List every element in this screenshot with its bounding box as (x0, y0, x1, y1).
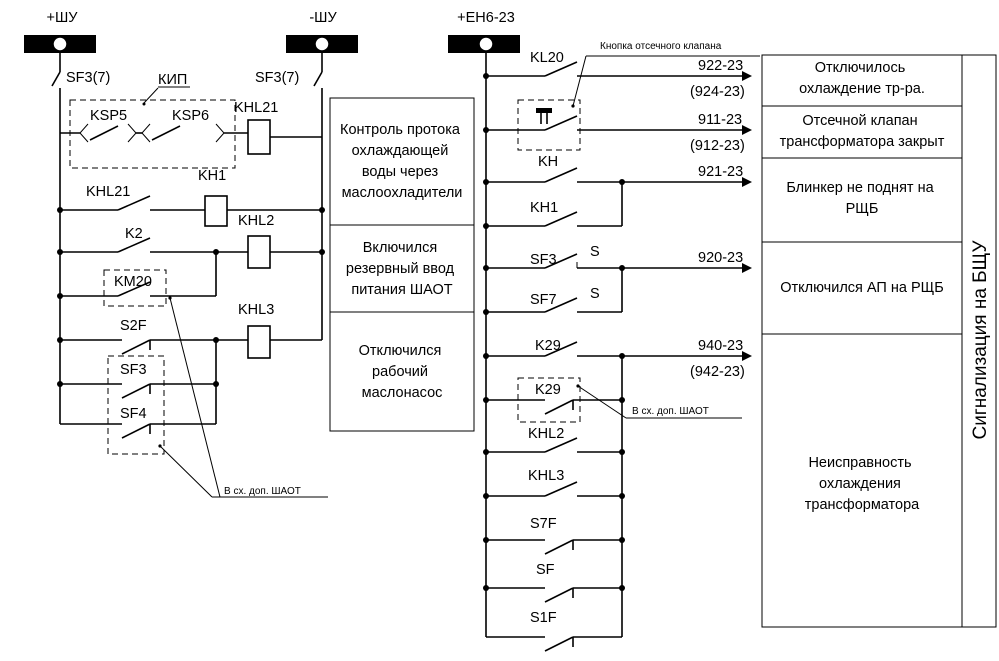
s1f-label: S1F (530, 610, 557, 626)
signal-table: Отключилось охлаждение тр-ра. Отсечной к… (761, 54, 997, 628)
terminal-en6: +ЕН6-23 (448, 10, 520, 637)
khl2-right-label: KHL2 (528, 426, 564, 442)
kip-label: КИП (158, 72, 187, 88)
left-circuit: SF3(7) SF3(7) КИП KSP5 KSP6 KHL21 KHL21 … (51, 70, 328, 498)
khl21-contact-label: KHL21 (86, 184, 130, 200)
khl2-coil-label: KHL2 (238, 213, 274, 229)
right-note: В сх. доп. ШАОТ (632, 406, 709, 417)
signal-valve-closed: Отсечной клапан трансформатора закрыт (780, 113, 945, 150)
bus-label-minus-shu: -ШУ (309, 10, 337, 26)
code-942: (942-23) (690, 364, 745, 380)
sf7-label: SF7 (530, 292, 557, 308)
desc-oil-pump: Отключился рабочий маслонасос (359, 343, 446, 401)
sf-left-label: SF3(7) (66, 70, 110, 86)
terminal-minus-shu: -ШУ (286, 10, 358, 72)
sf3-right-label: SF3 (530, 252, 557, 268)
sf-right-label: SF3(7) (255, 70, 299, 86)
khl3-right-label: KHL3 (528, 468, 564, 484)
code-922: 922-23 (698, 58, 743, 74)
bus-label-plus-shu: +ШУ (47, 10, 79, 26)
middle-description-boxes: Контроль протока охлаждающей воды через … (329, 97, 475, 432)
k29b-label: K29 (535, 382, 561, 398)
desc-water-flow: Контроль протока охлаждающей воды через … (340, 122, 464, 201)
signal-cooling-off: Отключилось охлаждение тр-ра. (799, 60, 925, 97)
kl20-label: KL20 (530, 50, 564, 66)
signal-ap-off: Отключился АП на РЩБ (780, 280, 944, 296)
sf-label: SF (536, 562, 555, 578)
code-911: 911-23 (698, 112, 742, 128)
k29-label: K29 (535, 338, 561, 354)
s2-label: S (590, 286, 600, 302)
signal-cooling-fault: Неисправность охлаждения трансформатора (805, 455, 920, 513)
ksp5-label: KSP5 (90, 108, 127, 124)
k2-label: K2 (125, 226, 143, 242)
code-921: 921-23 (698, 164, 743, 180)
kh-label: KH (538, 154, 558, 170)
s7f-label: S7F (530, 516, 557, 532)
sf3-left-label: SF3 (120, 362, 147, 378)
left-note: В сх. доп. ШАОТ (224, 486, 301, 497)
valve-button-note: Кнопка отсечного клапана (600, 41, 722, 52)
terminal-plus-shu: +ШУ (24, 10, 96, 72)
signal-panel-title: Сигнализация на БЩУ (970, 240, 991, 440)
desc-reserve-power: Включился резервный ввод питания ШАОТ (346, 240, 458, 298)
s2f-label: S2F (120, 318, 147, 334)
right-circuit: KL20 Кнопка отсечного клапана KH KH1 (483, 41, 760, 652)
kh1-right-label: KH1 (530, 200, 558, 216)
km20-label: KM20 (114, 274, 152, 290)
code-920: 920-23 (698, 250, 743, 266)
signal-blinker: Блинкер не поднят на РЩБ (786, 180, 937, 217)
khl21-coil-label: KHL21 (234, 100, 278, 116)
ksp6-label: KSP6 (172, 108, 209, 124)
khl3-coil-label: KHL3 (238, 302, 274, 318)
s1-label: S (590, 244, 600, 260)
code-940: 940-23 (698, 338, 743, 354)
kh1-coil-label: KH1 (198, 168, 226, 184)
code-912: (912-23) (690, 138, 745, 154)
bus-label-en6: +ЕН6-23 (457, 10, 515, 26)
sf4-left-label: SF4 (120, 406, 147, 422)
code-924: (924-23) (690, 84, 745, 100)
